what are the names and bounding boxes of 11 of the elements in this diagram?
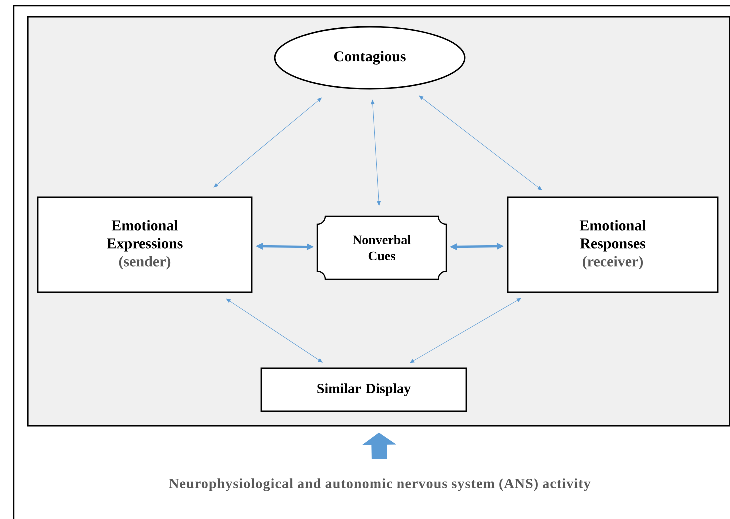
arrow: [214, 98, 322, 188]
text-box: Similar Display: [260, 368, 468, 412]
ellipse-node: Contagious: [274, 26, 466, 90]
arrow: [410, 298, 522, 364]
arrow: [419, 96, 542, 191]
arrow: [226, 298, 323, 363]
text-box: Emotional Expressions (sender): [37, 196, 253, 294]
plaque-box: Nonverbal Cues: [316, 216, 448, 280]
arrow: [371, 100, 381, 206]
text-box: Emotional Responses (receiver): [507, 196, 719, 294]
caption-text: Neurophysiological and autonomic nervous system (ANS) activity: [169, 478, 591, 492]
